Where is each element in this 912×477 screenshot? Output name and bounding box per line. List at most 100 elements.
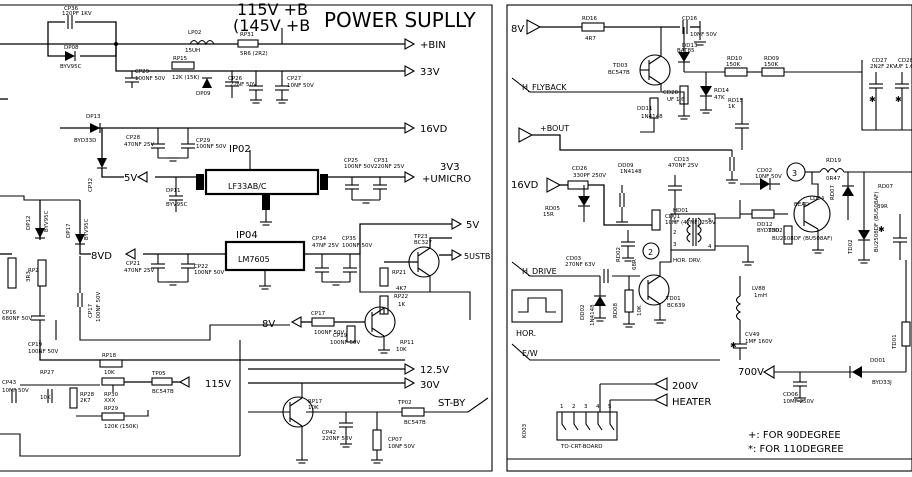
rp21-value: 4K7 [396,286,407,292]
td02-ref: LD04 [810,196,825,202]
dp17-value: BYV95C [84,218,90,240]
cp42-value: 10NF 50V [2,388,29,394]
sheet-title: POWER SUPLLY [324,8,476,32]
net-label-200v: 200V [672,381,698,392]
cp42-ref: CP43 [2,380,17,386]
dp08-ref: DP08 [64,45,79,51]
ip04-part: LM7605 [238,255,270,264]
cp27-ref: CP27 [287,76,302,82]
cp29-ref: CP29 [196,138,211,144]
cd06-ref: CD06 [783,392,799,398]
cp21-value: 470NF 25V [124,268,155,274]
cp34-ref: CP34 [312,236,327,242]
cp18-value: 100NF 50V [135,76,166,82]
rd14-value: UF 1.6 [667,97,685,103]
by228-ref: RD07 [830,184,836,200]
note-110-degree: *: FOR 110DEGREE [748,444,844,455]
rp15-value: 12K (15K) [172,75,199,81]
net-label-5v-out: 5V [466,220,479,231]
cp22-ref: CP22 [194,264,208,270]
net-label-30v: 30V [420,380,440,391]
rp21-ref: RP21 [392,270,406,276]
node-2: 2 [648,248,653,257]
rp29-ref: TP05 [151,371,166,377]
cd22-value: 39R [877,204,888,210]
cd28-value: UF 1.6 [896,64,912,70]
cp07-value: 220NF 50V [322,436,353,442]
cd28-mark: ✱ [895,95,902,104]
cp16-ref: CP16 [2,310,17,316]
net-label-umicro: +UMICRO [422,174,471,185]
cv49-ref: CV49 [745,332,760,338]
rp30-ref: RP18 [102,353,117,359]
note-90-degree: +: FOR 90DEGREE [748,430,841,441]
tp23-value: BC327 [414,240,433,246]
k003-pin-1: 1 [560,404,564,410]
rd19-ref: DD12 [757,222,772,228]
dd12-ref: CD02 [757,168,772,174]
k003-pin-3: 3 [584,404,588,410]
rp11-ref: CP17 [311,311,326,317]
cp26-value: 22NF 50V [230,82,257,88]
cd27-ref: CD27 [872,58,888,64]
rp27-ref: RP30 [104,392,119,398]
cd27-mark: ✱ [869,95,876,104]
ld04-value: 0R47 [826,176,841,182]
net-label-16vd: 16VD [420,124,448,135]
td03-ref: TD03 [612,63,628,69]
rp22-ref: RP22 [394,294,408,300]
cp19-value: 100NF 50V [28,349,59,355]
dd12-value: 10NF 50V [755,174,782,180]
rp18-ref: CP19 [333,333,348,339]
dd08-ref: TD02 [848,239,854,255]
cp36-value: 120PF 1KV [62,11,92,17]
tp05-ref: RP11 [400,340,414,346]
rd10-ref: RD10 [727,56,743,62]
hd01-pin-4: 4 [708,244,712,250]
cd01-value: 470NF 25V [668,163,699,169]
dp17-ref: DP17 [66,223,72,238]
rp31-value: 5R6 (2R2) [240,51,268,57]
rd09-value: 150K [764,62,778,68]
rd08-value: 10K [637,305,643,316]
cp34-value: 47NF 25V [312,243,339,249]
net-label-8v: 8V [511,24,524,35]
rp31-ref: RP31 [240,32,254,38]
rd02-ref: CD01 [665,214,680,220]
rp13-value: BC547B [404,420,426,426]
cd26-value: 1K [728,104,735,110]
supply-header-line2: (145V +B [233,16,310,35]
dd09-ref: RD05 [545,206,561,212]
dp11-ref: CP32 [88,178,94,192]
cp35-ref: CP35 [342,236,357,242]
tp02-value: 10K [308,405,319,411]
rp22-value: 1K [398,302,405,308]
k003-pin-4: 4 [596,404,600,410]
rd15-value: 1N4148 [641,114,663,120]
cd13-ref: DD09 [618,163,634,169]
rp17-ref: RP28 [80,392,95,398]
lp02-value: 15UH [185,48,200,54]
dp08-value: BYV95C [60,64,82,70]
cp29-value: 100NF 50V [196,144,227,150]
lv88-value: 1mH [754,293,767,299]
net-label-stby: ST-BY [438,398,466,409]
net-label-33v: 33V [420,67,440,78]
rp18-value: 100NF 50V [330,340,361,346]
rp28-ref: RP29 [104,406,119,412]
supply-header-line1: 115V +B [237,0,308,19]
rd05-value: 330PF 250V [573,173,606,179]
cp43-value: 10K [40,395,51,401]
lp02-ref: LP02 [188,30,201,36]
dp13-ref: DP13 [86,114,101,120]
dd09-value: 15R [543,212,554,218]
rp29-value: BC547B [152,389,174,395]
cp32-ref: CP31 [374,158,388,164]
dp13-value: BYD33D [74,138,96,144]
waveform-label: HOR. [516,329,536,338]
cd13-value: 1N4148 [620,169,642,175]
dd13-ref: DD13 [682,43,698,49]
dd01-ref: DD01 [870,358,885,364]
cp28-ref: CP28 [126,135,141,141]
